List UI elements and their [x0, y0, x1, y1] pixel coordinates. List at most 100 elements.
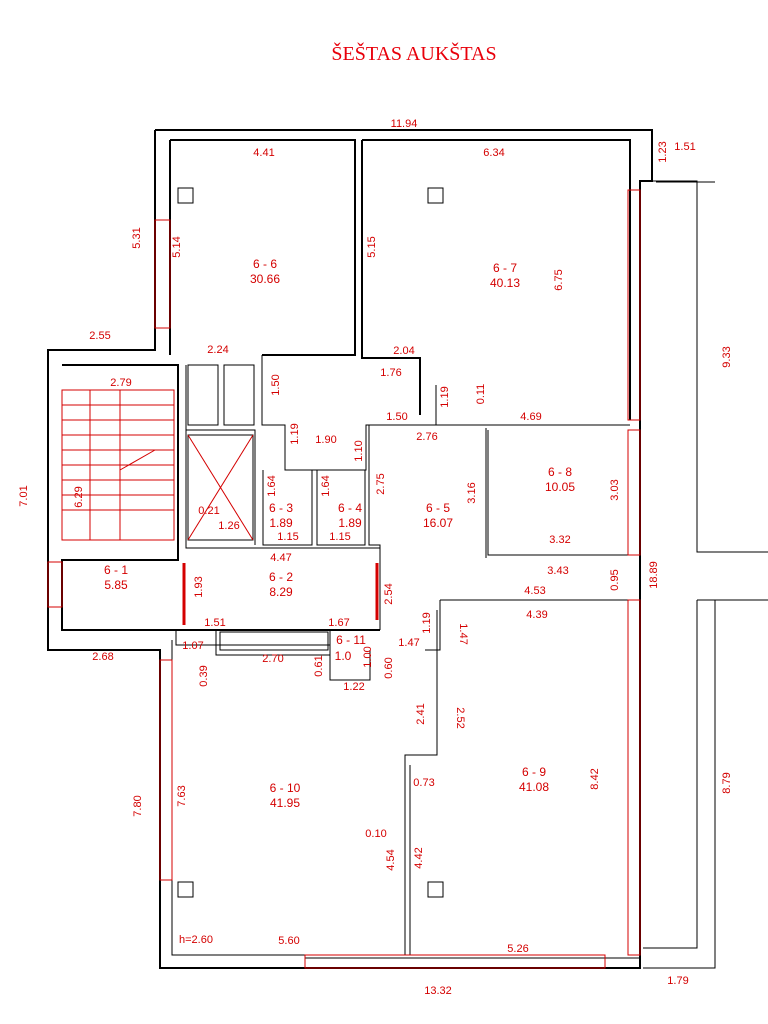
- dimension-label: 4.54: [385, 849, 397, 870]
- dimension-label: 1.50: [270, 374, 282, 395]
- room-id: 6 - 9: [522, 765, 546, 779]
- dimension-label: 2.24: [207, 344, 228, 356]
- room-labels: 6 - 6 30.66 6 - 7 40.13 6 - 8 10.05 6 - …: [104, 257, 575, 810]
- dimension-label: 1.51: [204, 617, 225, 629]
- dimension-label: 0.73: [413, 777, 434, 789]
- dimension-label: 7.01: [18, 485, 30, 506]
- dimension-label: 1.64: [320, 475, 332, 496]
- dimension-label: 1.00: [362, 646, 374, 667]
- room-id: 6 - 4: [338, 501, 362, 515]
- dimension-label: 5.14: [171, 236, 183, 257]
- dimension-label: 3.16: [466, 482, 478, 503]
- dimension-label: 3.32: [549, 534, 570, 546]
- interior-walls: [171, 355, 640, 959]
- columns: [177, 187, 444, 898]
- room-area: 8.29: [269, 585, 293, 599]
- room-id: 6 - 2: [269, 570, 293, 584]
- dimension-label: 5.31: [131, 227, 143, 248]
- room-area: 1.0: [335, 649, 352, 663]
- room-area: 30.66: [250, 272, 280, 286]
- dimension-label: 1.76: [380, 367, 401, 379]
- dimension-label: 6.75: [553, 269, 565, 290]
- room-id: 6 - 6: [253, 257, 277, 271]
- dimension-label: 0.39: [198, 665, 210, 686]
- room-area: 5.85: [104, 578, 128, 592]
- ceiling-height-note: h=2.60: [179, 934, 213, 946]
- dimension-label: 1.10: [353, 440, 365, 461]
- dimension-label: 4.53: [524, 585, 545, 597]
- dimension-label: 1.79: [667, 975, 688, 987]
- dimension-label: 2.41: [415, 703, 427, 724]
- dimension-label: 3.43: [547, 565, 568, 577]
- dimension-label: 1.51: [674, 141, 695, 153]
- room-id: 6 - 5: [426, 501, 450, 515]
- dimension-label: 5.60: [278, 935, 299, 947]
- dimension-label: 0.21: [198, 505, 219, 517]
- dimension-label: 3.03: [609, 479, 621, 500]
- dimension-label: 1.67: [328, 617, 349, 629]
- dimension-label: 1.15: [329, 531, 350, 543]
- dimension-label: 2.52: [454, 707, 466, 728]
- plan-title: ŠEŠTAS AUKŠTAS: [331, 41, 496, 65]
- dimension-label: 18.89: [648, 561, 660, 589]
- dimension-label: 1.23: [657, 141, 669, 162]
- dimension-label: 0.10: [365, 828, 386, 840]
- dimension-label: 1.47: [398, 637, 419, 649]
- dimension-label: 11.94: [391, 118, 418, 130]
- dimension-label: 6.34: [483, 147, 504, 159]
- dimension-label: 1.22: [343, 681, 364, 693]
- dimension-label: 9.33: [721, 346, 733, 367]
- dimension-label: 1.19: [289, 423, 301, 444]
- dimension-label: 1.90: [315, 434, 336, 446]
- dimension-label: 7.80: [132, 795, 144, 816]
- balcony-north: [652, 180, 768, 553]
- dimension-label: 5.15: [366, 236, 378, 257]
- dimension-label: 1.50: [386, 411, 407, 423]
- room-id: 6 - 8: [548, 465, 572, 479]
- dimension-label: 2.75: [375, 473, 387, 494]
- room-area: 41.08: [519, 780, 549, 794]
- dimension-label: 4.47: [270, 552, 291, 564]
- room-id: 6 - 3: [269, 501, 293, 515]
- room-area: 10.05: [545, 480, 575, 494]
- room-area: 1.89: [269, 516, 293, 530]
- dimension-label: 8.79: [721, 772, 733, 793]
- room-id: 6 - 11: [336, 633, 366, 647]
- dimension-label: 2.79: [110, 377, 131, 389]
- dimension-label: 0.95: [609, 569, 621, 590]
- dimension-label: 2.55: [89, 330, 110, 342]
- dimension-label: 1.07: [182, 640, 203, 652]
- stairs: [61, 389, 175, 541]
- dimension-label: 1.19: [439, 386, 451, 407]
- elevator-shaft: [187, 364, 329, 651]
- room-area: 41.95: [270, 796, 300, 810]
- balcony-south: [643, 599, 768, 969]
- dimension-label: 1.19: [421, 612, 433, 633]
- dimension-label: 1.26: [218, 520, 239, 532]
- dimension-label: 2.76: [416, 431, 437, 443]
- dimension-label: 4.42: [413, 847, 425, 868]
- dimension-label: 2.70: [262, 653, 283, 665]
- dimension-label: 2.68: [92, 651, 113, 663]
- dimension-label: 2.04: [393, 345, 414, 357]
- room-id: 6 - 1: [104, 563, 128, 577]
- dimension-label: 4.69: [520, 411, 541, 423]
- dimension-label: 1.64: [266, 475, 278, 496]
- room-id: 6 - 10: [270, 781, 301, 795]
- dimension-label: 6.29: [73, 486, 85, 507]
- dimension-label: 13.32: [424, 985, 452, 997]
- outer-walls: [47, 129, 653, 969]
- dimension-label: 1.15: [277, 531, 298, 543]
- dimension-label: 0.11: [475, 384, 487, 405]
- room-area: 1.89: [338, 516, 362, 530]
- room-area: 40.13: [490, 276, 520, 290]
- dimension-label: 4.41: [253, 147, 274, 159]
- dimension-label: 1.47: [457, 623, 469, 644]
- room-area: 16.07: [423, 516, 453, 530]
- dimension-labels: 11.94 4.41 6.34 1.23 1.51 5.31 5.14 5.15…: [18, 118, 733, 997]
- dimension-label: 8.42: [589, 768, 601, 789]
- dimension-label: 2.54: [383, 583, 395, 604]
- dimension-label: 4.39: [526, 609, 547, 621]
- dimension-label: 0.60: [383, 657, 395, 678]
